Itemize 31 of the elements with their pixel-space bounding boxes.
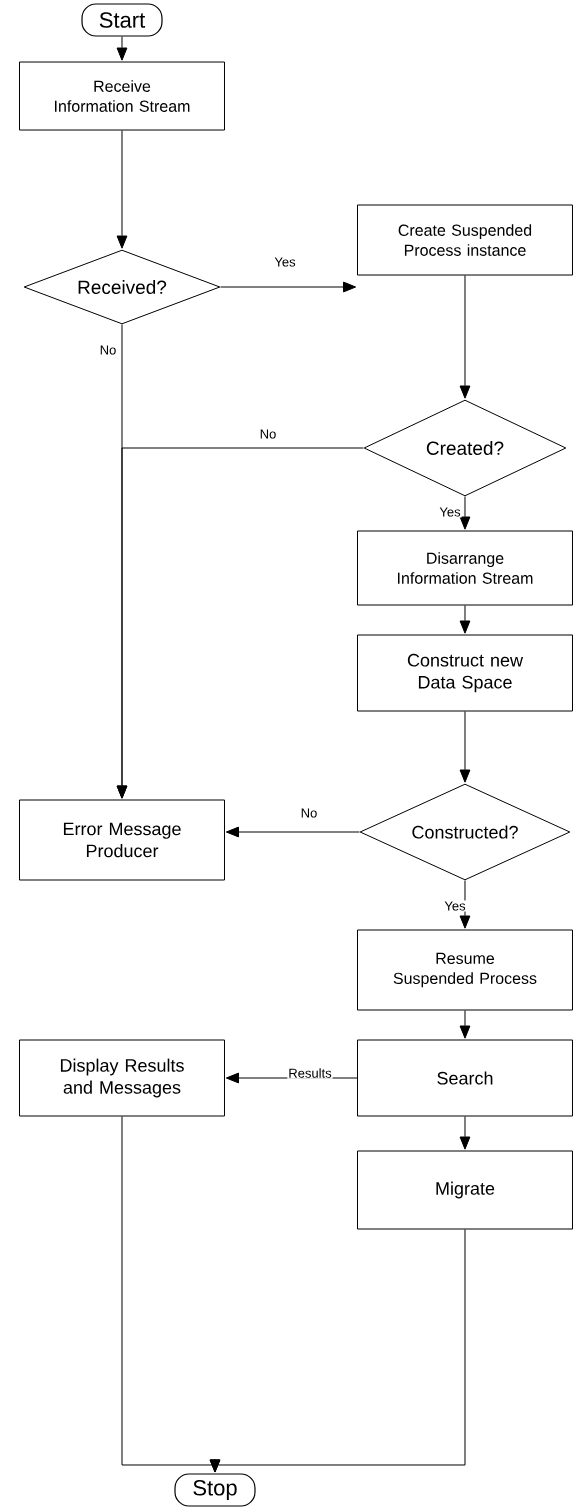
arrow — [459, 1116, 471, 1150]
arrow — [459, 275, 471, 399]
terminal-box: Start — [81, 3, 163, 37]
edge-label: No — [98, 344, 118, 356]
process-box: Disarrange Information Stream — [357, 530, 573, 606]
process-box: Error Message Producer — [19, 799, 225, 881]
process-box: Receive Information Stream — [19, 61, 225, 131]
terminal-box: Stop — [174, 1473, 256, 1507]
process-box: Create Suspended Process instance — [357, 204, 573, 276]
process-box: Search — [357, 1039, 573, 1117]
arrow — [459, 605, 471, 634]
edge-label: Yes — [438, 506, 462, 518]
arrow — [459, 880, 471, 929]
arrow — [459, 496, 471, 530]
edge-label: Yes — [443, 900, 467, 912]
arrow — [116, 36, 128, 61]
arrow — [116, 447, 364, 799]
edge-label: Yes — [273, 256, 297, 268]
arrow — [459, 711, 471, 783]
process-box: Migrate — [357, 1150, 573, 1230]
arrow — [459, 1010, 471, 1039]
arrow — [116, 130, 128, 249]
process-box: Construct new Data Space — [357, 634, 573, 712]
process-box: Resume Suspended Process — [357, 929, 573, 1011]
edge-label: Results — [287, 1067, 333, 1079]
arrow — [220, 281, 357, 293]
arrow — [225, 826, 360, 838]
edge-label: No — [299, 807, 319, 819]
arrow — [209, 1229, 466, 1473]
edge-label: No — [258, 428, 278, 440]
process-box: Display Results and Messages — [19, 1039, 225, 1117]
